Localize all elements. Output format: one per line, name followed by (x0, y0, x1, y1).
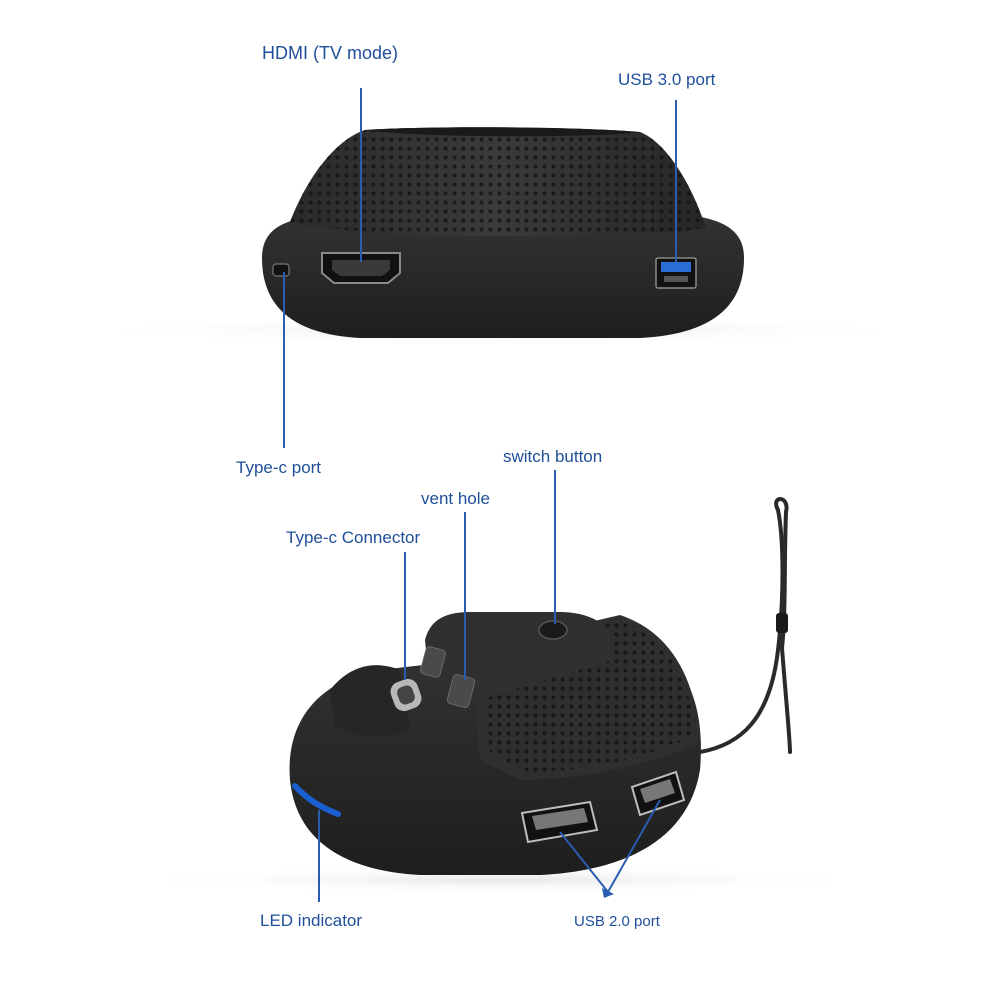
label-vent-hole: vent hole (421, 489, 490, 508)
vent-perforation (290, 127, 706, 237)
dock-base-body (262, 214, 744, 338)
hdmi-port-icon (321, 252, 401, 284)
floor-shadow-front (120, 866, 880, 894)
label-usb3-port: USB 3.0 port (618, 70, 716, 89)
dock-front-view (120, 497, 880, 894)
switch-button-icon (538, 620, 568, 640)
lanyard-clip (776, 613, 788, 633)
label-typec-port: Type-c port (236, 458, 322, 477)
vent-hole-icon (420, 646, 446, 678)
usb3-port-icon (655, 257, 697, 289)
dock-top-edge (365, 127, 640, 137)
label-led-indicator: LED indicator (260, 911, 363, 930)
led-indicator-icon (292, 783, 341, 817)
dock-rear-view (70, 127, 930, 344)
typec-port-icon (272, 263, 290, 277)
typec-connector-icon (390, 678, 422, 712)
callout-usb2-arrow (602, 888, 614, 898)
label-hdmi: HDMI (TV mode) (262, 43, 399, 63)
label-switch-button: switch button (503, 447, 603, 466)
usb2-port-icon (520, 800, 599, 844)
label-usb2-port: USB 2.0 port (574, 913, 660, 930)
usb2-port-icon (630, 770, 686, 817)
cradle-slot (330, 665, 410, 737)
label-typec-connector: Type-c Connector (286, 528, 421, 547)
callout-lines (283, 88, 677, 902)
